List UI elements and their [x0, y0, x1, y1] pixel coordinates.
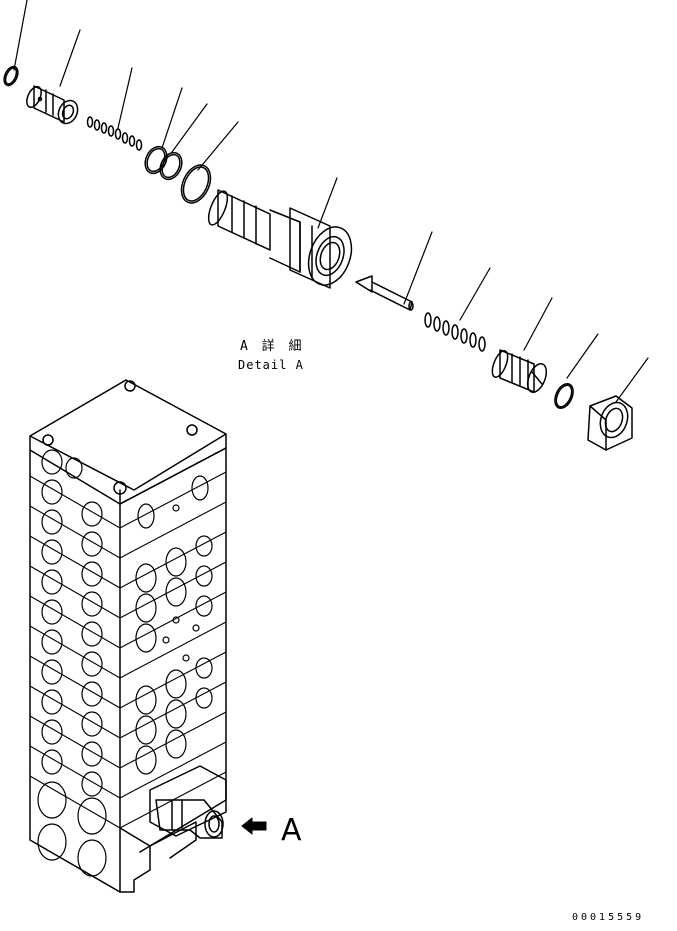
poppet-pin	[355, 275, 414, 311]
o-ring-3	[180, 164, 212, 204]
o-ring-1	[3, 65, 19, 87]
o-ring-2	[159, 151, 183, 181]
view-reference-letter: A	[281, 813, 302, 848]
spool-sleeve	[26, 85, 79, 125]
leader-lines	[13, 0, 649, 403]
backup-ring	[144, 145, 168, 175]
valve-body	[207, 189, 353, 289]
detail-label-english: Detail A	[238, 358, 304, 372]
view-arrow	[241, 817, 267, 835]
detail-label-japanese: A 詳 細	[240, 339, 305, 354]
o-ring-4	[554, 382, 574, 410]
plug	[491, 349, 548, 393]
hex-nut	[587, 395, 633, 451]
control-valve-assembly	[29, 379, 227, 893]
drawing-number: 00015559	[572, 912, 645, 923]
spring-1	[86, 116, 143, 151]
spring-2	[424, 312, 486, 352]
